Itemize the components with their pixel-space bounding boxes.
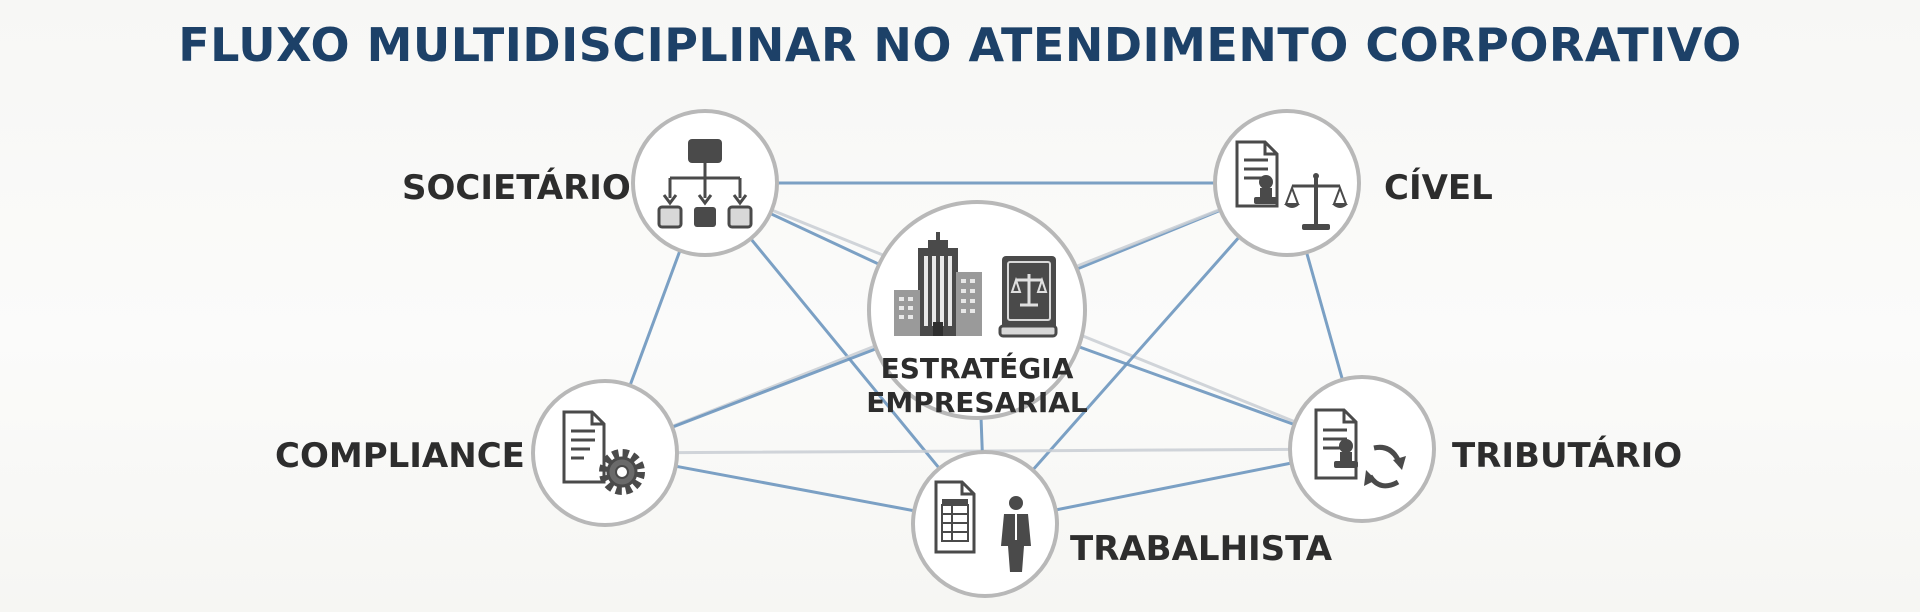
center-label-line2: EMPRESARIAL bbox=[866, 386, 1088, 419]
center-label-line1: ESTRATÉGIA bbox=[881, 351, 1074, 385]
office-building-icon bbox=[894, 232, 982, 336]
node-center: ESTRATÉGIA EMPRESARIAL bbox=[866, 200, 1088, 420]
page-title: FLUXO MULTIDISCIPLINAR NO ATENDIMENTO CO… bbox=[178, 18, 1742, 72]
document-stamp-refresh-icon bbox=[1314, 408, 1406, 489]
node-societario bbox=[631, 109, 779, 257]
node-tributario bbox=[1288, 375, 1436, 523]
document-gear-icon bbox=[562, 410, 645, 495]
document-stamp-scales-icon bbox=[1235, 140, 1348, 230]
label-trabalhista: TRABALHISTA bbox=[1070, 529, 1333, 569]
node-compliance bbox=[531, 379, 679, 527]
label-civel: CÍVEL bbox=[1384, 168, 1493, 208]
law-book-icon bbox=[998, 256, 1058, 338]
node-trabalhista bbox=[911, 450, 1059, 598]
label-compliance: COMPLIANCE bbox=[275, 436, 525, 476]
spreadsheet-worker-icon bbox=[934, 480, 1031, 572]
org-chart-icon bbox=[657, 139, 753, 229]
connection-civel-trabalhista bbox=[983, 181, 1289, 526]
node-civel bbox=[1213, 109, 1361, 257]
label-tributario: TRIBUTÁRIO bbox=[1452, 436, 1683, 476]
label-societario: SOCIETÁRIO bbox=[402, 168, 631, 208]
